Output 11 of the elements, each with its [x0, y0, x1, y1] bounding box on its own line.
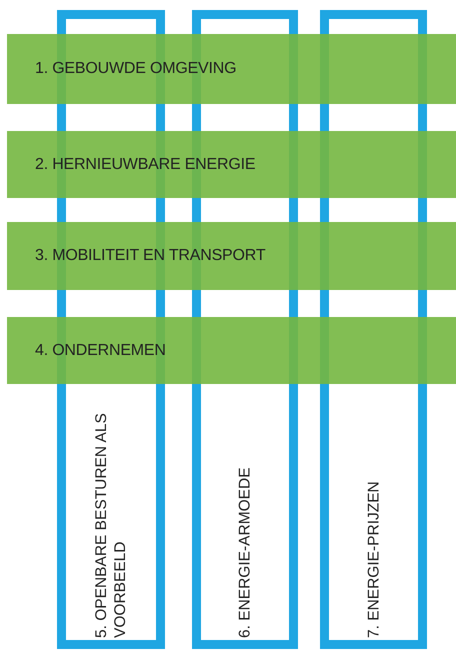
category-band — [7, 131, 456, 198]
category-band — [7, 317, 456, 384]
category-band — [7, 34, 456, 104]
column-label: 7. ENERGIE-PRIJZEN — [364, 480, 383, 638]
category-band — [7, 222, 456, 290]
band-label: 2. HERNIEUWBARE ENERGIE — [35, 156, 256, 174]
column-label: 6. ENERGIE-ARMOEDE — [236, 466, 254, 638]
band-label: 3. MOBILITEIT EN TRANSPORT — [35, 247, 266, 265]
column-label: 5. OPENBARE BESTUREN ALS VOORBEELD — [92, 412, 130, 638]
band-label: 1. GEBOUWDE OMGEVING — [35, 60, 236, 78]
band-label: 4. ONDERNEMEN — [35, 342, 166, 360]
